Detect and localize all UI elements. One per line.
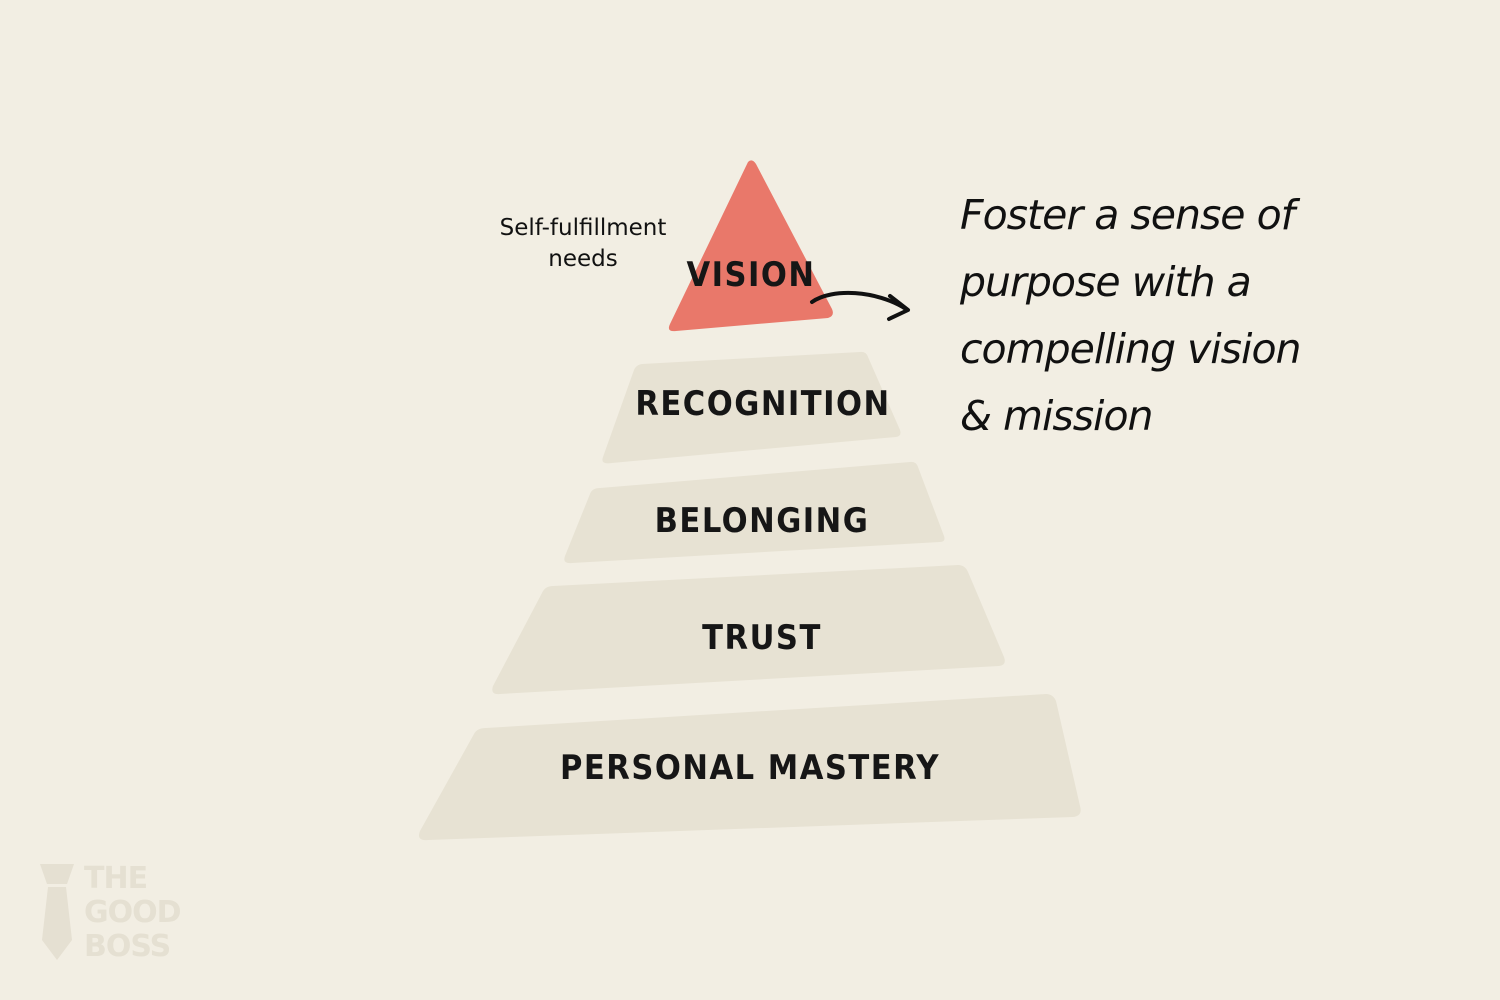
- pyramid-tier-trust-shape: [492, 565, 1005, 695]
- pyramid-tier-vision-label: VISION: [686, 255, 815, 295]
- pyramid-tier-recognition-label: RECOGNITION: [635, 384, 890, 424]
- pyramid-tier-belonging-label: BELONGING: [655, 501, 870, 541]
- pyramid-tier-personal-mastery-shape: [419, 694, 1081, 841]
- callout-line-4: & mission: [960, 392, 1154, 440]
- pyramid-tier-trust-label: TRUST: [702, 618, 822, 658]
- pyramid-tier-personal-mastery-label: PERSONAL MASTERY: [560, 748, 940, 788]
- callout-line-1: Foster a sense of: [960, 191, 1295, 239]
- the-good-boss-logo: THE GOOD BOSS: [36, 861, 206, 964]
- pyramid-tier-vision-shape: [668, 160, 833, 332]
- logo-line-3: BOSS: [84, 929, 171, 964]
- self-fulfillment-label-line-2: needs: [548, 246, 617, 272]
- callout-text: Foster a sense of purpose with a compell…: [960, 182, 1390, 450]
- callout-arrowhead-icon: [887, 294, 910, 321]
- pyramid-tier-belonging-shape: [564, 461, 945, 564]
- logo-line-1: THE: [84, 861, 148, 896]
- callout-line-3: compelling vision: [960, 325, 1302, 373]
- self-fulfillment-label-line-1: Self-fulfillment: [500, 215, 667, 241]
- logo-wordmark: THE GOOD BOSS: [84, 861, 182, 964]
- logo-line-2: GOOD: [84, 895, 182, 930]
- callout-arrow-icon: [810, 290, 908, 311]
- necktie-icon: [40, 864, 74, 960]
- pyramid-tier-recognition-shape: [602, 351, 901, 464]
- callout-line-2: purpose with a: [960, 258, 1252, 306]
